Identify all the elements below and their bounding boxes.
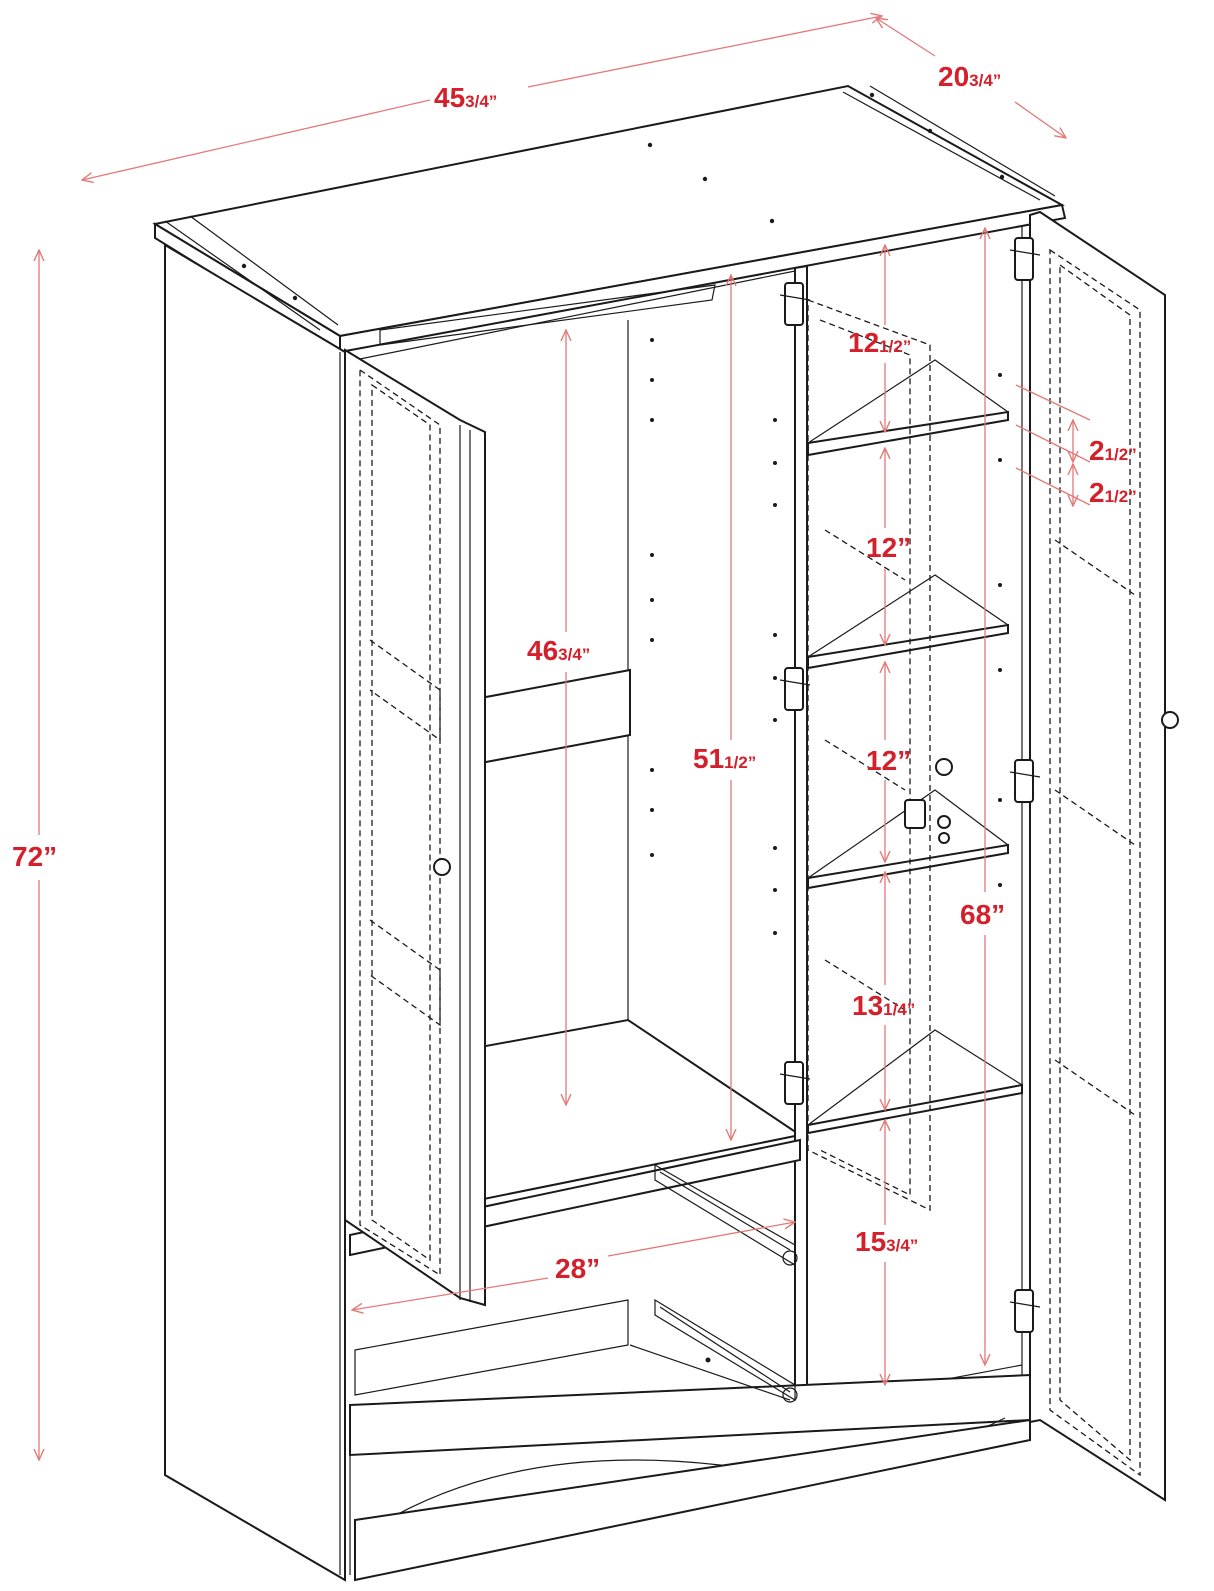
shelf-adjust-2-label: 21/2” bbox=[1089, 477, 1137, 508]
lock-icon bbox=[904, 799, 951, 844]
cabinet-drawing bbox=[152, 84, 1179, 1582]
cabinet-top bbox=[152, 84, 1067, 354]
left-door bbox=[344, 348, 486, 1307]
left-section-height-label: 511/2” bbox=[693, 743, 756, 774]
interior-height-label: 68” bbox=[960, 899, 1005, 930]
cabinet-left-side bbox=[164, 243, 346, 1582]
dimension-lines bbox=[39, 16, 1091, 1460]
hinges bbox=[779, 237, 1041, 1333]
dimension-labels: 453/4” 203/4” 72” 68” 463/4” 511/2” 28” … bbox=[12, 61, 1137, 1284]
right-shelves bbox=[807, 225, 1023, 1410]
shelf-adjust-1-label: 21/2” bbox=[1089, 435, 1137, 466]
drawer-depth-label: 28” bbox=[555, 1253, 600, 1284]
width-label: 453/4” bbox=[434, 82, 497, 113]
shelf-gap-2-label: 12” bbox=[866, 745, 911, 776]
shelf-top-label: 121/2” bbox=[848, 327, 911, 358]
height-label: 72” bbox=[12, 841, 57, 872]
bottom-space-label: 153/4” bbox=[855, 1226, 918, 1257]
hanging-space-label: 463/4” bbox=[527, 635, 590, 666]
cabinet-divider bbox=[794, 264, 808, 1410]
shelf-pin-holes bbox=[650, 338, 1002, 935]
shelf-gap-1-label: 12” bbox=[866, 532, 911, 563]
right-door bbox=[807, 210, 1179, 1502]
drawer-and-base bbox=[349, 1138, 1031, 1582]
depth-label: 203/4” bbox=[938, 61, 1001, 92]
shelf-gap-3-label: 131/4” bbox=[852, 990, 915, 1021]
